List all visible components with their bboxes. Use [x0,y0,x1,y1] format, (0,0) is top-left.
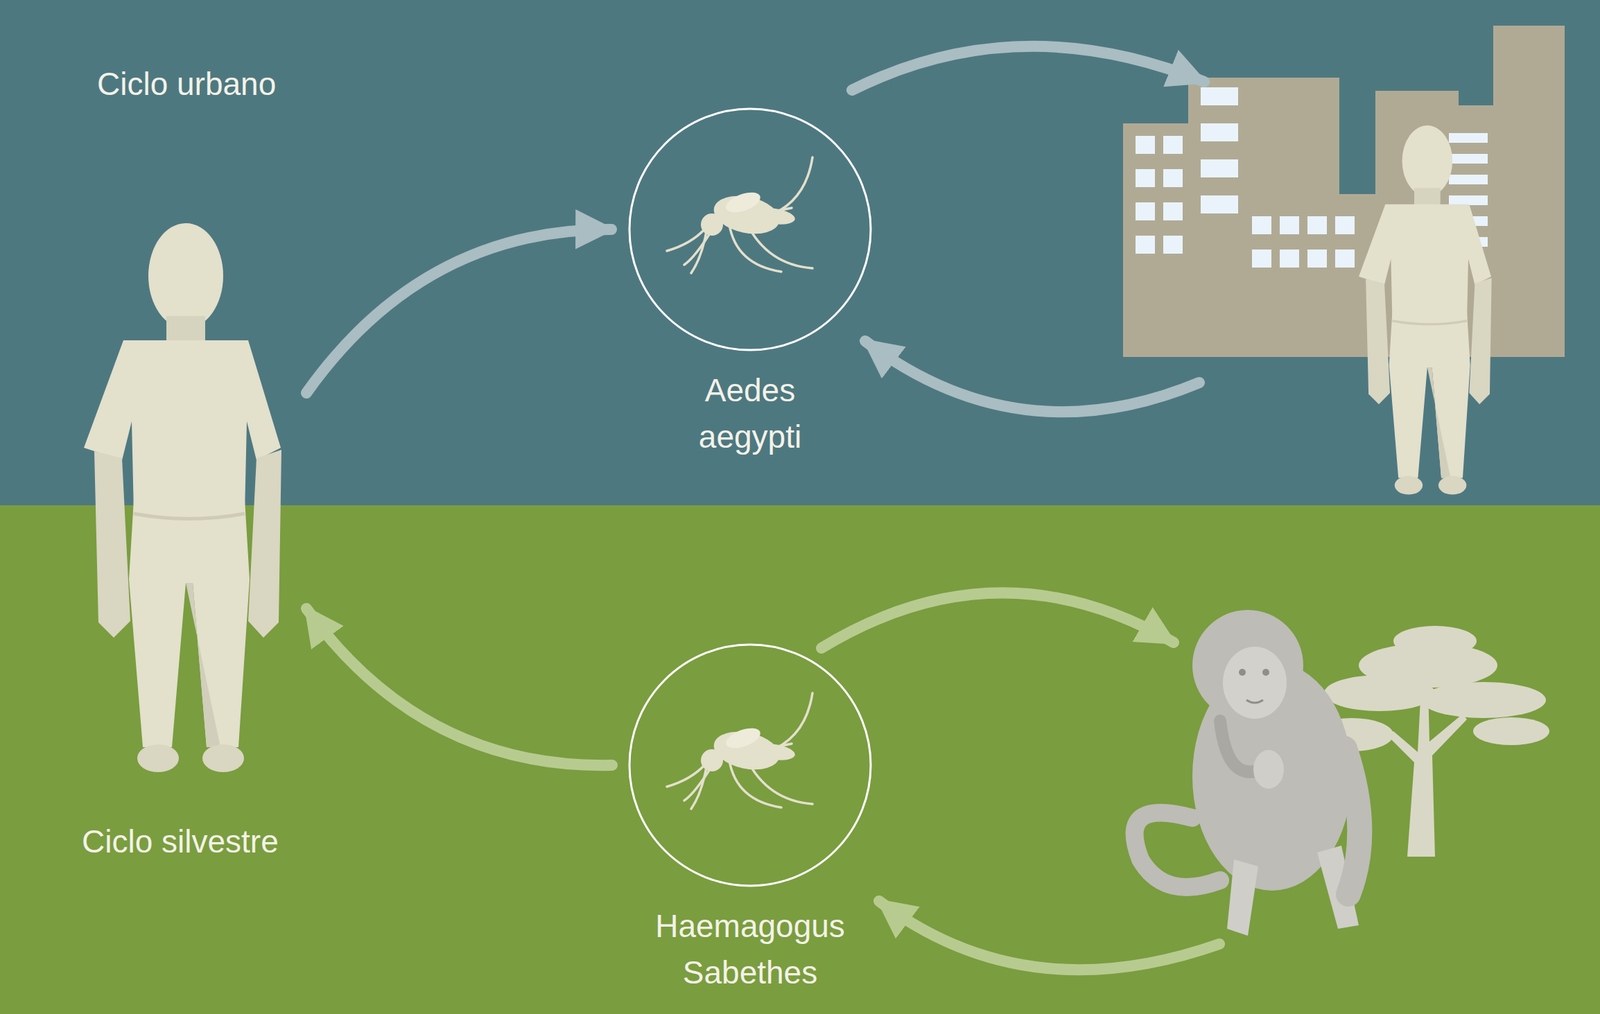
cycle-arrow [306,608,613,766]
circle-outline [627,106,873,353]
cycle-title: Ciclo silvestre [81,818,279,866]
vector-circle: Haemagogus Sabethes [627,642,873,889]
cycle-arrow [821,592,1174,649]
cycle-arrow [879,901,1220,970]
city-human-figure [1358,125,1492,495]
human-figure [83,223,282,773]
cycle-arrow [306,229,612,394]
mosquito [666,157,813,274]
monkey [1134,610,1361,936]
circle-outline [627,642,873,889]
species-label: Haemagogus Sabethes [655,903,846,996]
cycle-band: Ciclo urbanoAedes aegypti [0,0,1600,506]
mosquito [666,693,813,810]
cycle-title: Ciclo urbano [97,61,276,108]
species-label: Aedes aegypti [698,367,802,460]
cycle-arrow [851,46,1205,91]
cycle-band: Ciclo silvestreHaemagogus Sabethes [0,505,1600,1014]
vector-circle: Aedes aegypti [627,106,873,353]
cycle-arrow [865,341,1200,412]
cycle-arrows [306,46,1220,970]
